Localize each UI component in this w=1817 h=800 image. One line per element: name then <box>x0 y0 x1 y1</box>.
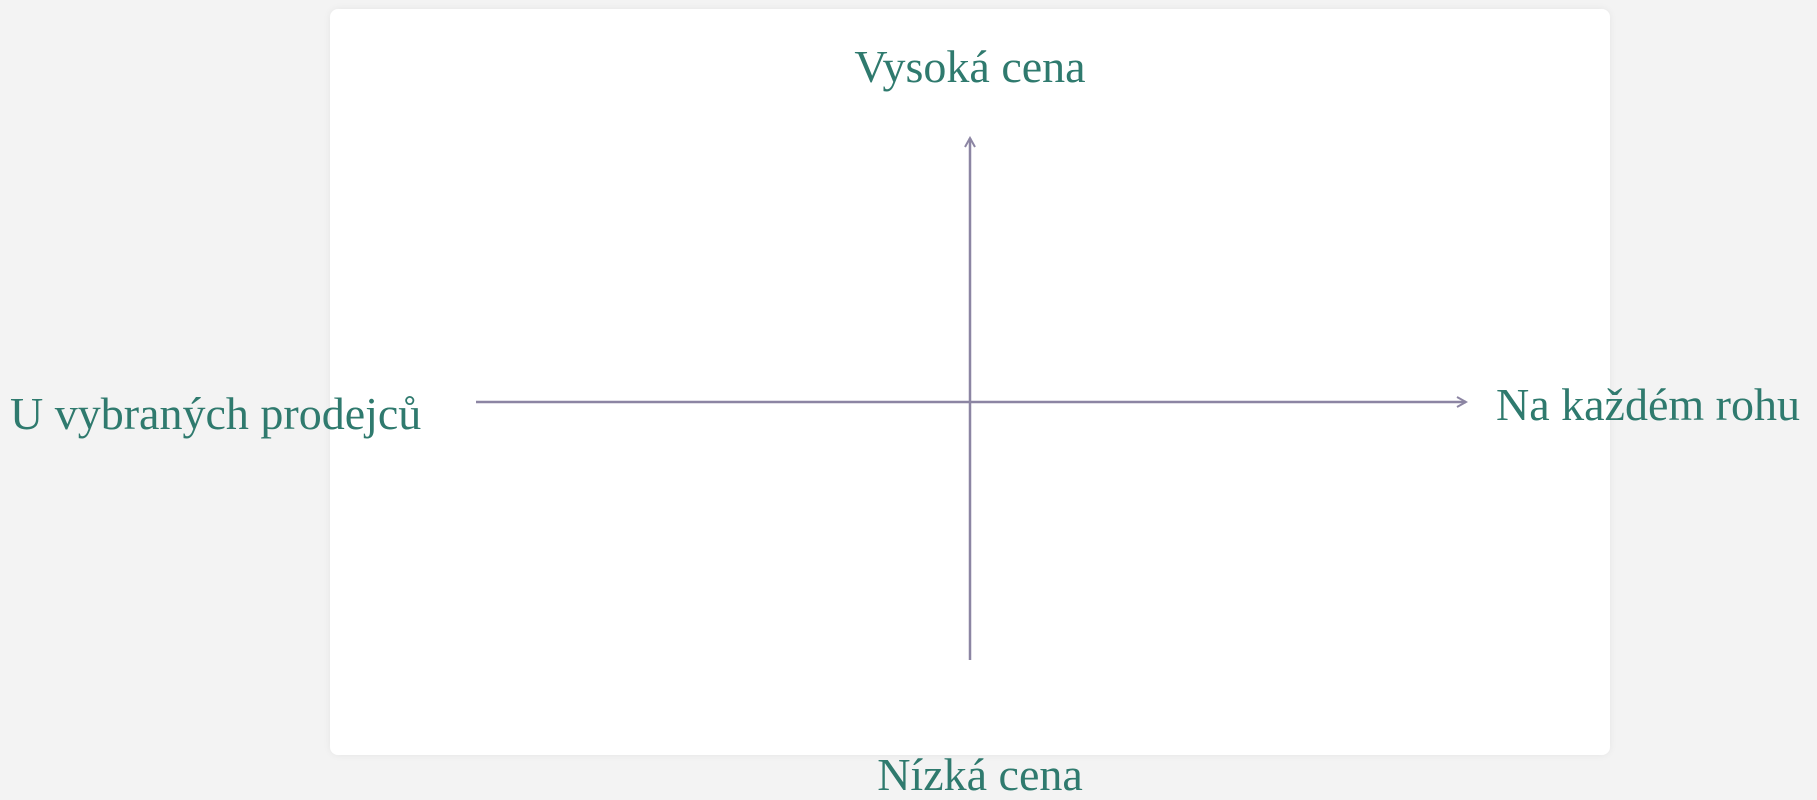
label-low-price: Nízká cena <box>877 749 1083 800</box>
label-selected-sellers: U vybraných prodejců <box>10 388 422 439</box>
label-every-corner: Na každém rohu <box>1496 379 1800 430</box>
label-high-price: Vysoká cena <box>854 41 1086 92</box>
